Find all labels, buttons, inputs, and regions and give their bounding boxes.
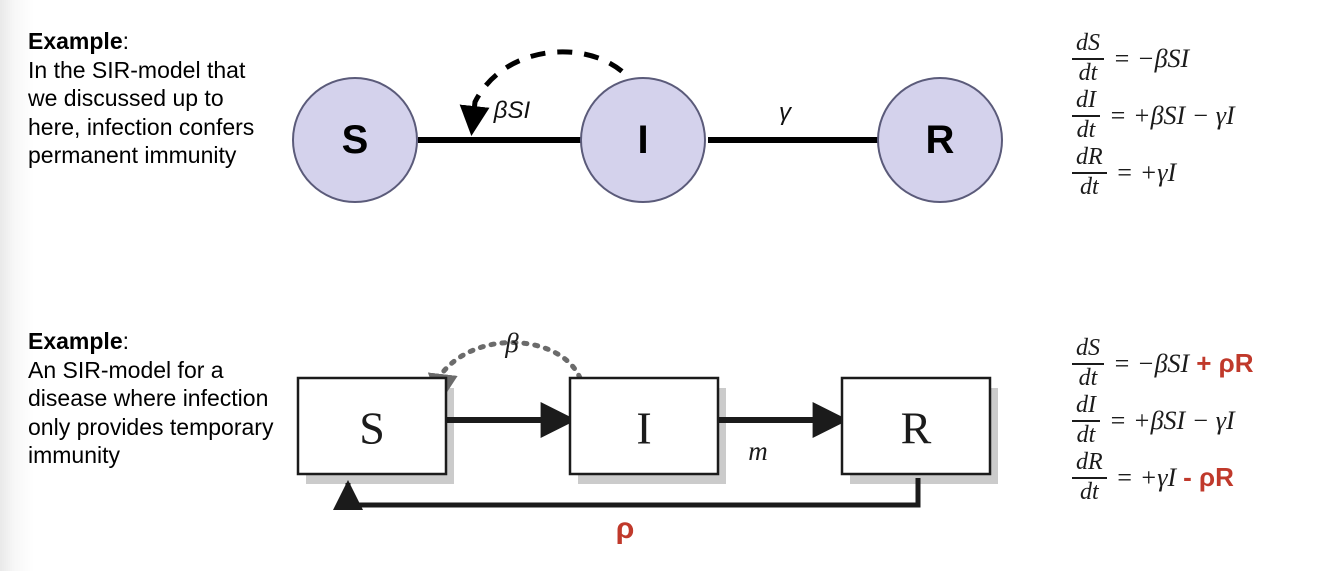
edge-label-recovery: m — [748, 436, 768, 466]
equation-right-hand-side: = −βSI — [1113, 43, 1190, 73]
fraction-bar — [1072, 419, 1100, 422]
node-label-recovered: R — [926, 118, 955, 162]
node-circle-susceptible[interactable] — [292, 77, 418, 203]
node-box-infected[interactable] — [568, 376, 720, 476]
equation-row: dS dt = −βSI — [1072, 30, 1235, 87]
equation-right-hand-side: = +γI — [1115, 157, 1177, 187]
edge-r-to-s-waning — [333, 478, 921, 510]
equation-row: dR dt = +γI - ρR — [1072, 449, 1253, 506]
fraction-denominator: dt — [1080, 478, 1099, 505]
node-label-susceptible: S — [342, 118, 369, 162]
node-box-susceptible[interactable] — [296, 376, 448, 476]
equation-row: dR dt = +γI — [1072, 144, 1235, 201]
equation-right-hand-side: = +βSI − γI — [1109, 405, 1235, 435]
equation-extra-term-red: + ρR — [1196, 348, 1254, 378]
fraction-numerator: dR — [1076, 448, 1103, 475]
caption-temporary-immunity: Example: An SIR-model for a disease wher… — [28, 327, 278, 470]
fraction-numerator: dS — [1076, 29, 1100, 56]
fraction-numerator: dR — [1076, 143, 1103, 170]
node-label-infected: I — [636, 403, 651, 454]
node-circle-recovered[interactable] — [877, 77, 1003, 203]
fraction-denominator: dt — [1078, 364, 1098, 391]
caption-body: In the SIR-model that we discussed up to… — [28, 56, 255, 169]
equation-row: dI dt = +βSI − γI — [1072, 392, 1253, 449]
equation-row: dS dt = −βSI + ρR — [1072, 335, 1253, 392]
derivative-fraction: dR dt — [1072, 448, 1107, 506]
caption-permanent-immunity: Example: In the SIR-model that we discus… — [28, 27, 278, 170]
node-box-recovered[interactable] — [840, 376, 992, 476]
fraction-denominator: dt — [1076, 116, 1096, 143]
node-circle-infected[interactable] — [580, 77, 706, 203]
caption-lead: Example — [28, 328, 123, 354]
equations-temporary-immunity: dS dt = −βSI + ρR dI dt = +βSI − γI dR d… — [1072, 335, 1253, 506]
fraction-denominator: dt — [1076, 421, 1096, 448]
fraction-denominator: dt — [1078, 59, 1098, 86]
fraction-numerator: dI — [1076, 391, 1096, 418]
caption-lead: Example — [28, 28, 123, 54]
derivative-fraction: dS dt — [1072, 334, 1104, 392]
fraction-numerator: dS — [1076, 334, 1100, 361]
sir-circle-diagram: S I R βSI γ — [280, 10, 1040, 235]
caption-colon: : — [122, 28, 129, 54]
edge-label-infection: βSI — [493, 97, 531, 124]
fraction-bar — [1072, 362, 1104, 365]
edge-label-waning: ρ — [616, 512, 635, 545]
fraction-bar — [1072, 476, 1107, 479]
derivative-fraction: dI dt — [1072, 391, 1100, 449]
equation-right-hand-side: = −βSI — [1113, 348, 1190, 378]
derivative-fraction: dI dt — [1072, 86, 1100, 144]
edge-label-recovery: γ — [779, 99, 793, 126]
caption-colon: : — [122, 328, 129, 354]
equation-right-hand-side: = +γI — [1115, 462, 1177, 492]
equation-row: dI dt = +βSI − γI — [1072, 87, 1235, 144]
edge-label-infection: β — [504, 328, 519, 358]
infection-feedback-arc — [427, 340, 583, 404]
node-label-recovered: R — [901, 403, 932, 454]
equation-right-hand-side: = +βSI − γI — [1109, 100, 1235, 130]
equation-extra-term-red: - ρR — [1183, 462, 1234, 492]
fraction-denominator: dt — [1080, 173, 1099, 200]
fraction-bar — [1072, 171, 1107, 174]
node-label-susceptible: S — [359, 403, 385, 454]
fraction-numerator: dI — [1076, 86, 1096, 113]
derivative-fraction: dR dt — [1072, 143, 1107, 201]
caption-body: An SIR-model for a disease where infecti… — [28, 356, 274, 469]
derivative-fraction: dS dt — [1072, 29, 1104, 87]
fraction-bar — [1072, 114, 1100, 117]
sirs-box-diagram: S I R β m ρ — [280, 320, 1040, 560]
equations-permanent-immunity: dS dt = −βSI dI dt = +βSI − γI dR dt = +… — [1072, 30, 1235, 201]
node-label-infected: I — [637, 118, 648, 162]
fraction-bar — [1072, 57, 1104, 60]
